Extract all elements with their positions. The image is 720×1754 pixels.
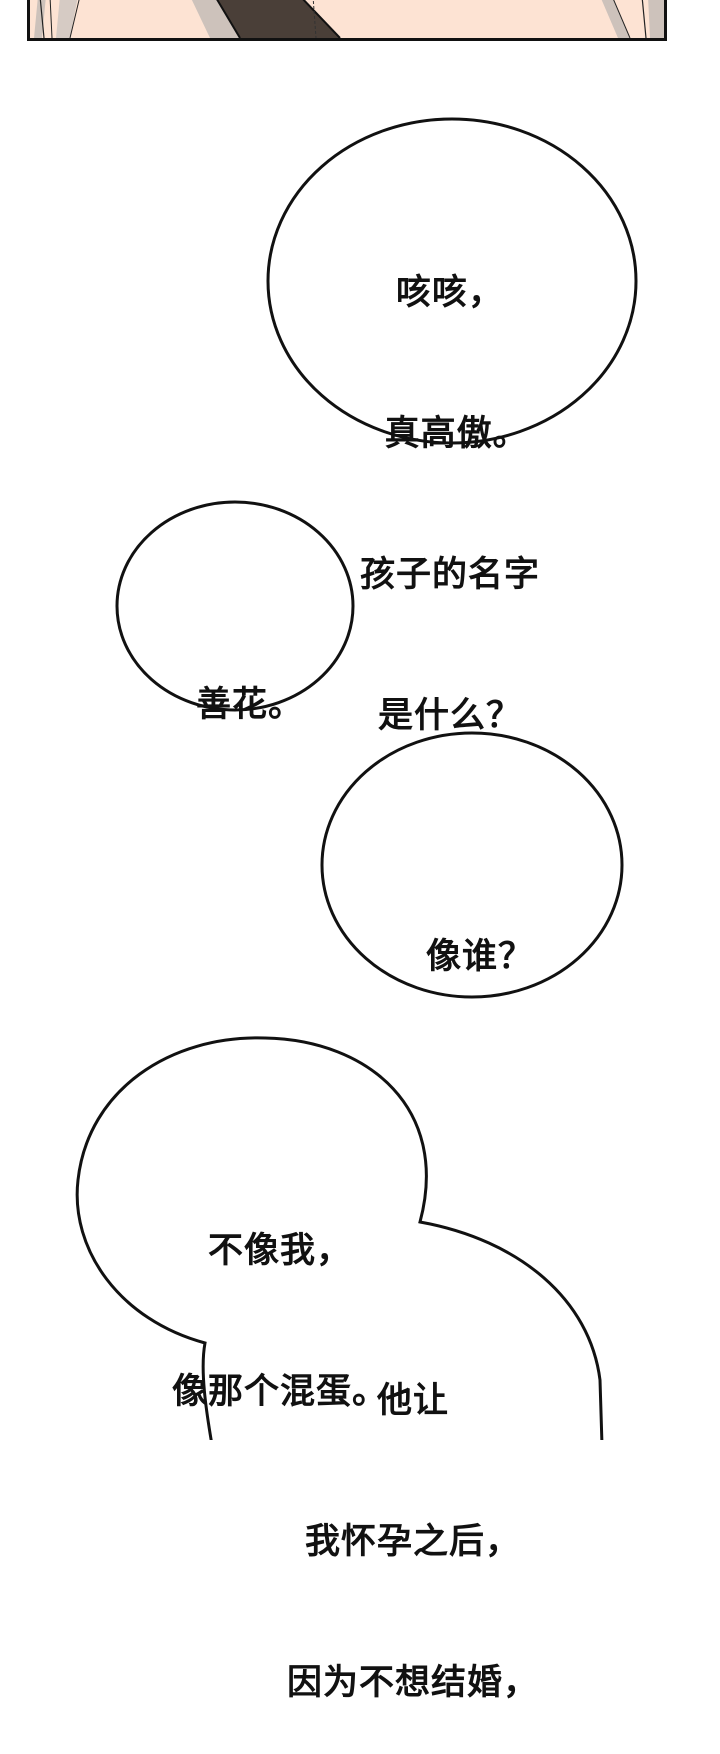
speech-bubble-3: [320, 731, 624, 999]
panel-artwork: [34, 0, 664, 38]
bubble-1-line-4: 是什么？: [377, 696, 522, 736]
bubble-1-line-1: 咳咳，: [395, 273, 504, 313]
speech-bubble-4: [75, 1036, 604, 1440]
bubble-2-text: 善花。: [180, 588, 320, 776]
bubble-1-text: 咳咳， 真高傲。 孩子的名字 是什么？: [330, 176, 570, 787]
bubble-1-line-2: 真高傲。: [371, 414, 529, 454]
bubble-4b-line-3: 因为不想结婚，: [286, 1663, 539, 1703]
bubble-4a-line-2: 像那个混蛋。: [171, 1372, 388, 1412]
speech-bubbles-outline: [75, 117, 638, 1440]
bubble-4b-line-1: 他让: [376, 1381, 449, 1421]
bubble-3-text: 像谁？: [410, 840, 550, 1028]
bubble-4a-line-1: 不像我，: [207, 1231, 352, 1271]
speech-bubble-1: [266, 117, 638, 445]
bubble-4b-text: 他让 我怀孕之后， 因为不想结婚，: [268, 1284, 558, 1754]
bubble-4b-line-2: 我怀孕之后，: [304, 1522, 521, 1562]
bubble-4a-text: 不像我， 像那个混蛋。: [150, 1134, 410, 1463]
bubble-2-line-1: 善花。: [195, 685, 304, 725]
bubble-1-line-3: 孩子的名字: [359, 555, 540, 595]
speech-bubble-2: [115, 500, 355, 712]
top-comic-panel: [27, 0, 667, 41]
bubble-3-line-1: 像谁？: [425, 937, 534, 977]
